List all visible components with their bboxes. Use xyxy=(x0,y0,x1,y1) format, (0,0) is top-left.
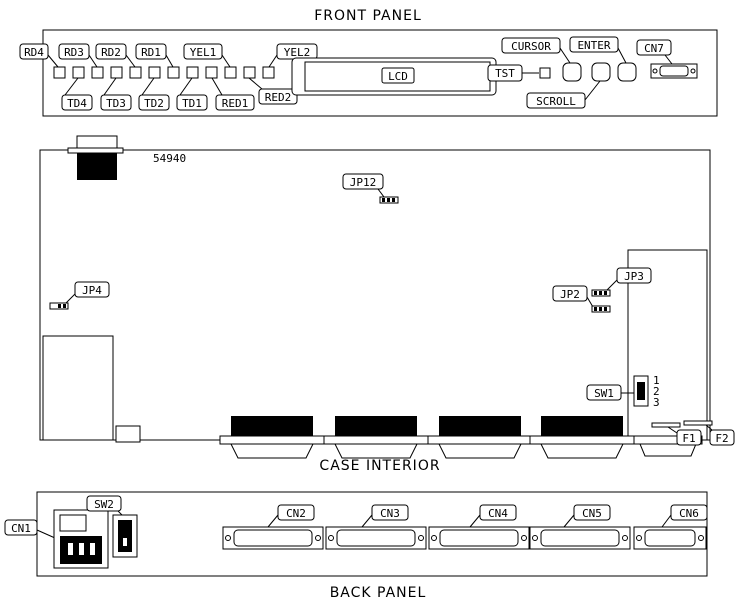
svg-text:JP4: JP4 xyxy=(82,284,102,297)
svg-text:JP2: JP2 xyxy=(560,288,580,301)
svg-text:TD1: TD1 xyxy=(182,97,202,110)
case-interior-title: CASE INTERIOR xyxy=(319,458,440,474)
back-panel-title: BACK PANEL xyxy=(330,585,427,601)
power-supply-area xyxy=(42,335,114,441)
interior-db-connectors xyxy=(219,416,703,459)
svg-text:CN7: CN7 xyxy=(644,42,664,55)
cursor-label: CURSOR xyxy=(501,37,571,64)
jp12-jumper: JP12 xyxy=(342,173,399,204)
svg-text:RD3: RD3 xyxy=(64,46,84,59)
svg-text:RED2: RED2 xyxy=(265,91,292,104)
enter-label: ENTER xyxy=(569,36,627,64)
tst-button: TST xyxy=(487,64,551,82)
led-label-red2: RED2 xyxy=(248,77,298,105)
cn4-db25: CN4 xyxy=(428,504,530,550)
led-label-td3: TD3 xyxy=(100,77,132,111)
cn5-db25: CN5 xyxy=(529,504,631,550)
front-panel-title: FRONT PANEL xyxy=(314,8,422,24)
led-label-yel2: YEL2 xyxy=(268,43,318,68)
cn3-db25: CN3 xyxy=(325,504,427,550)
svg-text:SW2: SW2 xyxy=(94,498,114,511)
jp2-jumper: JP2 xyxy=(552,285,611,313)
led-label-rd1: RD1 xyxy=(135,43,174,68)
led-label-td1: TD1 xyxy=(176,77,208,111)
front-led-squares xyxy=(53,66,275,79)
svg-text:CN3: CN3 xyxy=(380,507,400,520)
svg-text:LCD: LCD xyxy=(388,70,408,83)
svg-text:JP12: JP12 xyxy=(350,176,377,189)
svg-text:SCROLL: SCROLL xyxy=(536,95,576,108)
led-label-rd3: RD3 xyxy=(58,43,98,68)
jp4-jumper: JP4 xyxy=(49,281,110,310)
front-buttons xyxy=(562,62,637,82)
sw1-switch: SW1 1 2 3 xyxy=(586,374,660,409)
jp3-jumper: JP3 xyxy=(591,267,652,297)
svg-text:RD2: RD2 xyxy=(101,46,121,59)
led-label-td4: TD4 xyxy=(61,77,93,111)
svg-text:F1: F1 xyxy=(682,432,695,445)
sw2-power-switch: SW2 xyxy=(86,495,138,558)
cn1-power-inlet: CN1 xyxy=(4,509,109,569)
f1-fuse: F1 xyxy=(651,422,702,446)
led-label-yel1: YEL1 xyxy=(183,43,231,68)
svg-text:SW1: SW1 xyxy=(594,387,614,400)
led-label-red1: RED1 xyxy=(211,77,255,111)
svg-text:CN4: CN4 xyxy=(488,507,508,520)
svg-text:TD4: TD4 xyxy=(67,97,87,110)
scroll-label: SCROLL xyxy=(526,80,601,109)
svg-text:RED1: RED1 xyxy=(222,97,249,110)
svg-text:3: 3 xyxy=(653,396,660,409)
svg-text:RD1: RD1 xyxy=(141,46,161,59)
cn2-db25: CN2 xyxy=(222,504,324,550)
f2-fuse: F2 xyxy=(683,420,735,446)
svg-text:YEL1: YEL1 xyxy=(190,46,217,59)
svg-text:CURSOR: CURSOR xyxy=(511,40,551,53)
board-number: 54940 xyxy=(153,152,186,165)
svg-text:JP3: JP3 xyxy=(624,270,644,283)
svg-text:2: 2 xyxy=(653,385,660,398)
svg-text:RD4: RD4 xyxy=(24,46,44,59)
svg-text:F2: F2 xyxy=(715,432,728,445)
small-component xyxy=(115,425,141,443)
svg-text:1: 1 xyxy=(653,374,660,387)
cn6-db15: CN6 xyxy=(633,504,708,550)
svg-text:TD3: TD3 xyxy=(106,97,126,110)
svg-text:CN1: CN1 xyxy=(11,522,31,535)
svg-text:CN6: CN6 xyxy=(679,507,699,520)
svg-text:CN2: CN2 xyxy=(286,507,306,520)
svg-text:YEL2: YEL2 xyxy=(284,46,311,59)
svg-text:TD2: TD2 xyxy=(144,97,164,110)
svg-text:ENTER: ENTER xyxy=(577,39,610,52)
cn7-connector: CN7 xyxy=(636,39,698,79)
led-label-rd4: RD4 xyxy=(19,43,59,68)
lcd-display: LCD xyxy=(291,57,497,96)
top-left-connector xyxy=(67,135,124,180)
led-label-rd2: RD2 xyxy=(95,43,136,68)
svg-text:CN5: CN5 xyxy=(582,507,602,520)
svg-text:TST: TST xyxy=(495,67,515,80)
led-label-td2: TD2 xyxy=(138,77,170,111)
